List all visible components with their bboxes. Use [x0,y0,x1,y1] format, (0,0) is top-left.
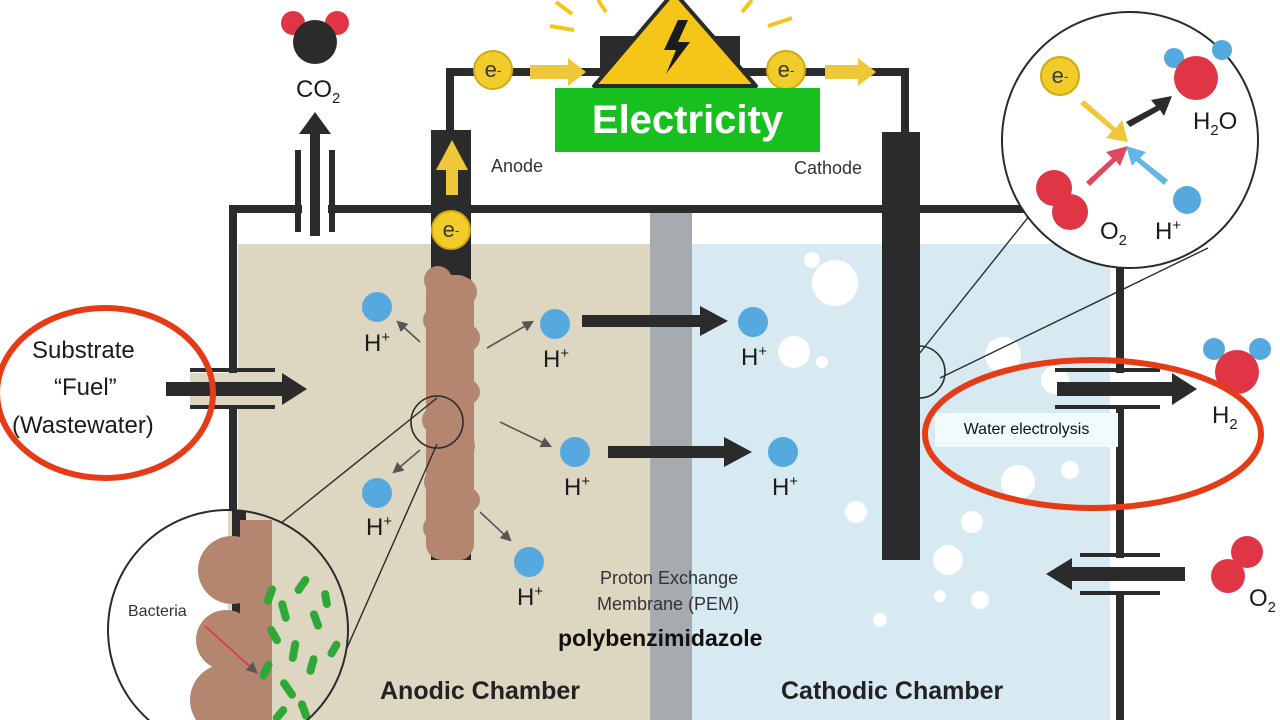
h2o-molecule-icon [1203,338,1271,394]
proton-icon [768,437,798,467]
electron-icon: e- [473,50,513,90]
h2o-label: H2O [1193,108,1238,139]
h2-label: H2 [1212,402,1238,433]
bacteria-zoom [107,509,349,720]
proton-icon [540,309,570,339]
proton-icon [362,478,392,508]
proton-label: H+ [517,584,544,611]
o2-molecule-icon [1036,170,1088,230]
o2-in-arrow [1046,558,1185,590]
proton-icon [362,292,392,322]
water-electrolysis-label: Water electrolysis [935,413,1118,447]
proton-label: H+ [1155,218,1182,245]
co2-label: CO2 [296,76,341,107]
anodic-chamber-label: Anodic Chamber [380,677,581,705]
substrate-label-line1: Substrate [32,337,135,364]
o2-label-reaction: O2 [1100,218,1127,249]
co2-out-arrow [299,112,331,134]
proton-label: H+ [366,514,393,541]
high-voltage-warning-icon [549,0,793,88]
co2-molecule-icon [281,11,349,64]
pem-label-line1: Proton Exchange [600,568,739,588]
proton-icon [560,437,590,467]
substrate-label-line2: “Fuel” [54,374,117,401]
cathodic-chamber-label: Cathodic Chamber [781,677,1004,705]
o2-molecule-icon [1211,536,1263,593]
proton-icon [514,547,544,577]
electron-flow-arrow-left [530,58,586,86]
cathode-label: Cathode [794,158,863,178]
proton-label: H+ [364,330,391,357]
proton-icon [738,307,768,337]
proton-label: H+ [564,474,591,501]
h2o-molecule-icon [1164,40,1232,100]
electricity-banner: Electricity [555,88,820,152]
membrane [650,210,692,720]
substrate-label-line3: (Wastewater) [12,412,154,439]
proton-label: H+ [543,346,570,373]
proton-label: H+ [741,344,768,371]
electron-flow-arrow-right [825,58,876,86]
electron-icon: e- [1040,56,1080,96]
biofilm [422,266,480,560]
reaction-zoom [1001,11,1259,269]
proton-arrow-bottom [608,437,752,467]
proton-icon [1173,186,1201,214]
anode-label: Anode [491,156,544,176]
anode-electron-arrow [436,140,468,195]
bacteria-label: Bacteria [128,603,187,620]
pem-label-line2: Membrane (PEM) [597,594,740,614]
electron-icon: e- [431,210,471,250]
polymer-label: polybenzimidazole [558,625,763,651]
substrate-in-arrow [166,373,307,405]
proton-arrow-top [582,306,728,336]
proton-label: H+ [772,474,799,501]
o2-label-inlet: O2 [1249,585,1276,616]
electron-icon: e- [766,50,806,90]
anode-zoom-marker [410,395,464,449]
